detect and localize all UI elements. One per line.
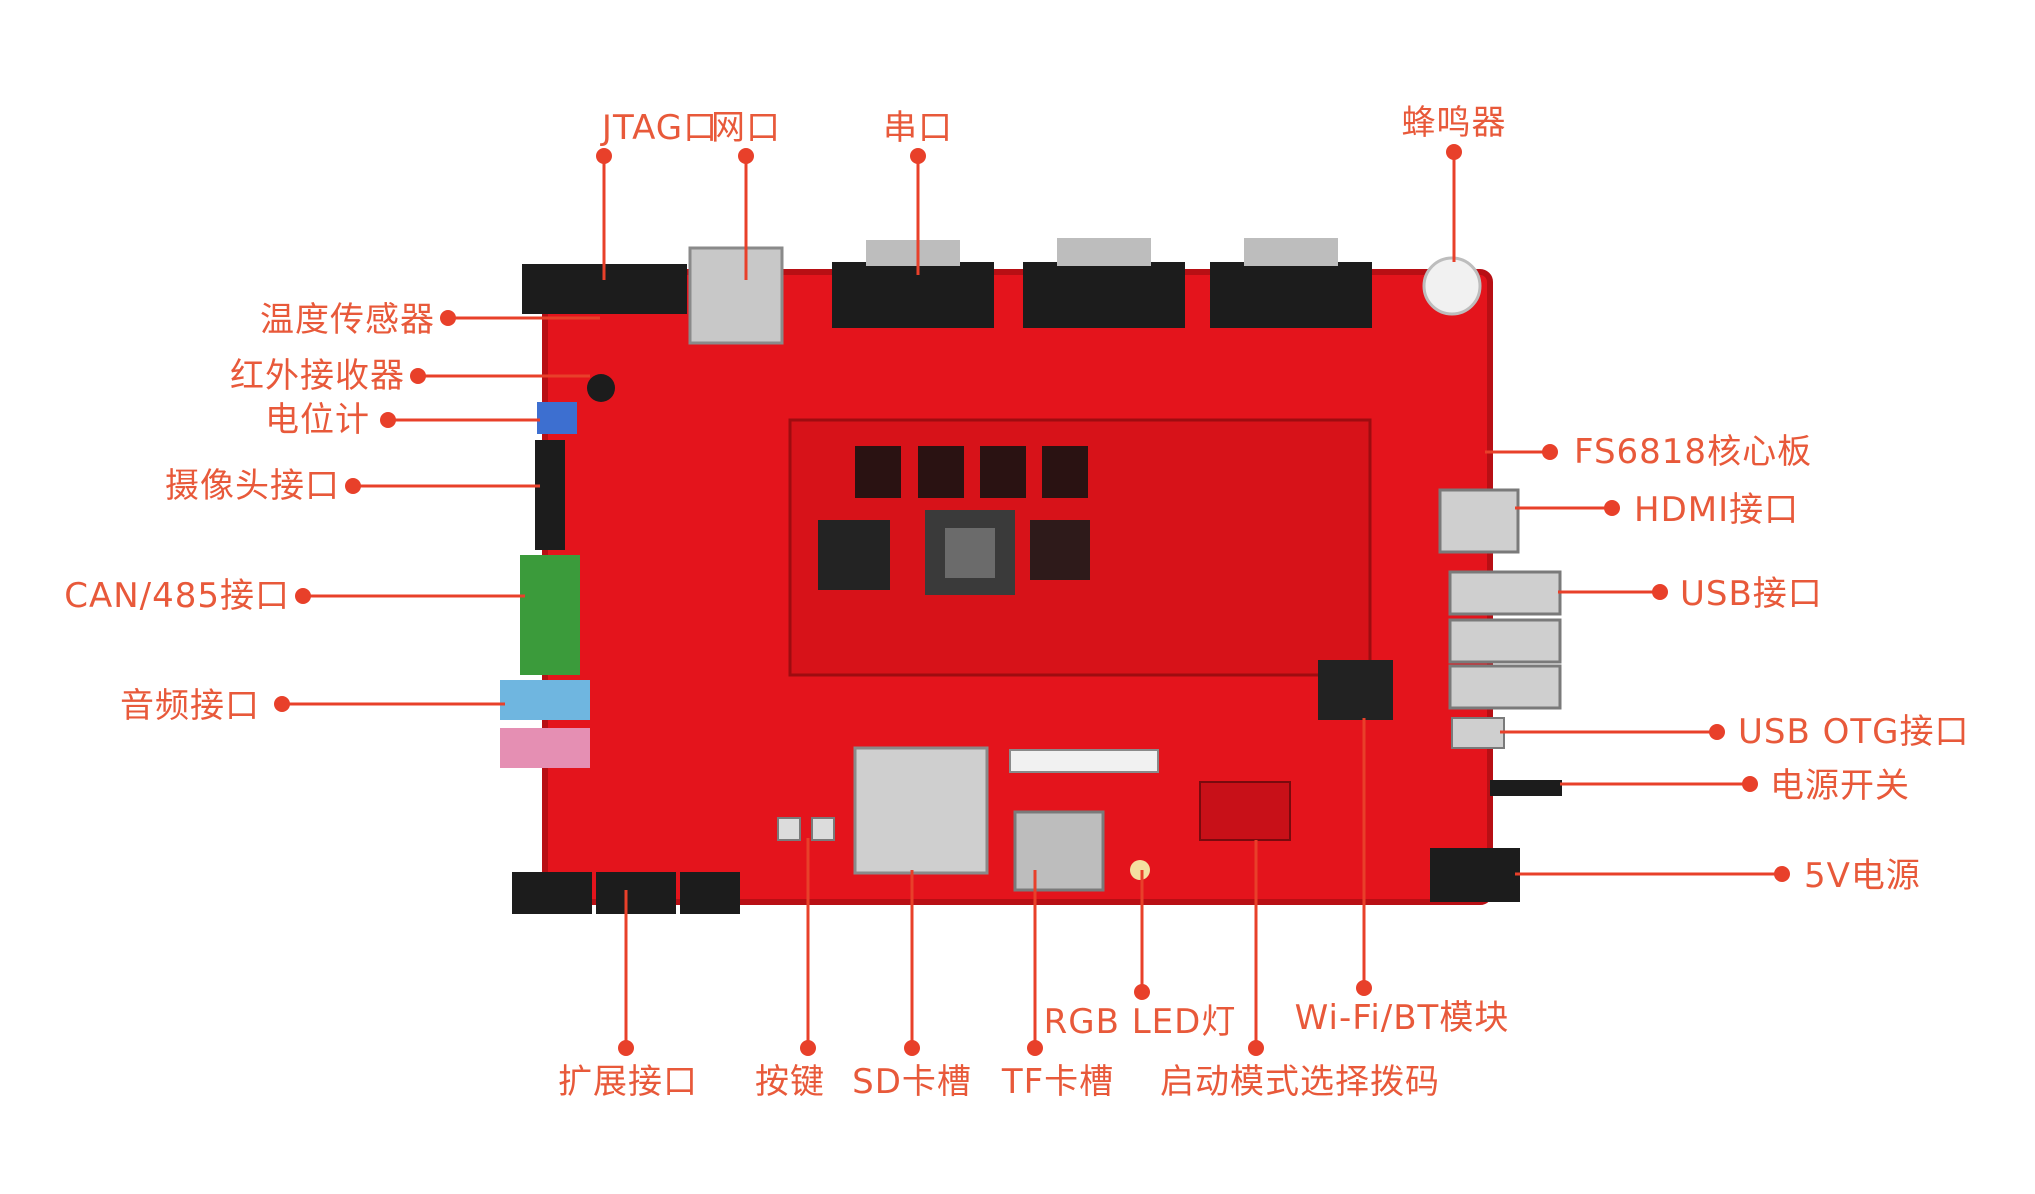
camera-header <box>535 440 565 550</box>
audio-leader-dot <box>274 696 290 712</box>
keys-leader-dot <box>800 1040 816 1056</box>
camera-label: 摄像头接口 <box>165 466 340 506</box>
usb-leader-dot <box>1652 584 1668 600</box>
power-5v-leader-dot <box>1774 866 1790 882</box>
jtag-leader-dot <box>596 148 612 164</box>
soc-chip-die <box>945 528 995 578</box>
audio-jack-blue <box>500 680 590 720</box>
power-5v-label: 5V电源 <box>1804 856 1921 896</box>
serial-leader-dot <box>910 148 926 164</box>
wifi-module-part <box>1318 660 1393 720</box>
wifi-bt-label: Wi-Fi/BT模块 <box>1294 998 1510 1038</box>
sd-slot-part <box>853 746 989 875</box>
rgb-led-leader-dot <box>1134 984 1150 1000</box>
potentiometer-label: 电位计 <box>265 400 370 440</box>
buzzer-leader-dot <box>1446 144 1462 160</box>
power-switch-leader-dot <box>1742 776 1758 792</box>
sd-slot-leader-dot <box>904 1040 920 1056</box>
core-board-label: FS6818核心板 <box>1574 432 1813 472</box>
power-switch-part <box>1490 780 1562 796</box>
jtag-label: JTAG口 <box>601 108 719 148</box>
power-switch-label: 电源开关 <box>1770 766 1910 806</box>
hdmi-label: HDMI接口 <box>1634 490 1800 530</box>
core-board-leader-dot <box>1542 444 1558 460</box>
usb-otg-leader-dot <box>1709 724 1725 740</box>
tf-slot-leader-dot <box>1027 1040 1043 1056</box>
sd-slot-label: SD卡槽 <box>852 1062 972 1102</box>
potentiometer-part <box>537 402 577 434</box>
power-jack <box>1430 848 1520 902</box>
ethernet-jack <box>688 246 784 345</box>
rgb-led-part <box>1130 860 1150 880</box>
boot-switch-label: 启动模式选择拨码 <box>1160 1062 1440 1102</box>
ir-receiver-leader-dot <box>410 368 426 384</box>
boot-dip-switch <box>1199 781 1291 841</box>
potentiometer-leader-dot <box>380 412 396 428</box>
usb-ports <box>1448 570 1562 710</box>
buzzer-label: 蜂鸣器 <box>1401 103 1507 143</box>
rgb-led-label: RGB LED灯 <box>1043 1002 1237 1042</box>
memory-chips <box>855 446 1088 498</box>
expansion-leader-dot <box>618 1040 634 1056</box>
audio-label: 音频接口 <box>120 686 260 726</box>
expansion-label: 扩展接口 <box>558 1062 698 1102</box>
keys-label: 按键 <box>755 1062 825 1102</box>
serial-connectors <box>832 238 1372 328</box>
temp-sensor-label: 温度传感器 <box>260 300 435 340</box>
wifi-bt-leader-dot <box>1356 980 1372 996</box>
hdmi-leader-dot <box>1604 500 1620 516</box>
hdmi-port <box>1438 488 1520 554</box>
camera-leader-dot <box>345 478 361 494</box>
serial-label: 串口 <box>883 108 953 148</box>
ethernet-label: 网口 <box>711 108 781 148</box>
temp-sensor-leader-dot <box>440 310 456 326</box>
audio-jack-pink <box>500 728 590 768</box>
tf-slot-part <box>1013 810 1105 892</box>
emmc-chip <box>818 520 890 590</box>
usb-otg-port <box>1451 717 1505 749</box>
pmic-chip <box>1030 520 1090 580</box>
expansion-headers <box>512 872 740 914</box>
usb-otg-label: USB OTG接口 <box>1738 712 1970 752</box>
leader-lines <box>282 152 1782 1048</box>
can485-label: CAN/485接口 <box>64 576 290 616</box>
ir-receiver-part <box>587 374 615 402</box>
leader-dots <box>274 144 1790 1056</box>
ir-receiver-label: 红外接收器 <box>230 356 405 396</box>
boot-switch-leader-dot <box>1248 1040 1264 1056</box>
lcd-connector <box>1009 749 1159 773</box>
can485-leader-dot <box>295 588 311 604</box>
usb-label: USB接口 <box>1680 574 1823 614</box>
can-terminal <box>520 555 580 675</box>
buzzer-part <box>1422 256 1482 316</box>
ethernet-leader-dot <box>738 148 754 164</box>
key-buttons <box>777 817 835 841</box>
tf-slot-label: TF卡槽 <box>1001 1062 1115 1102</box>
